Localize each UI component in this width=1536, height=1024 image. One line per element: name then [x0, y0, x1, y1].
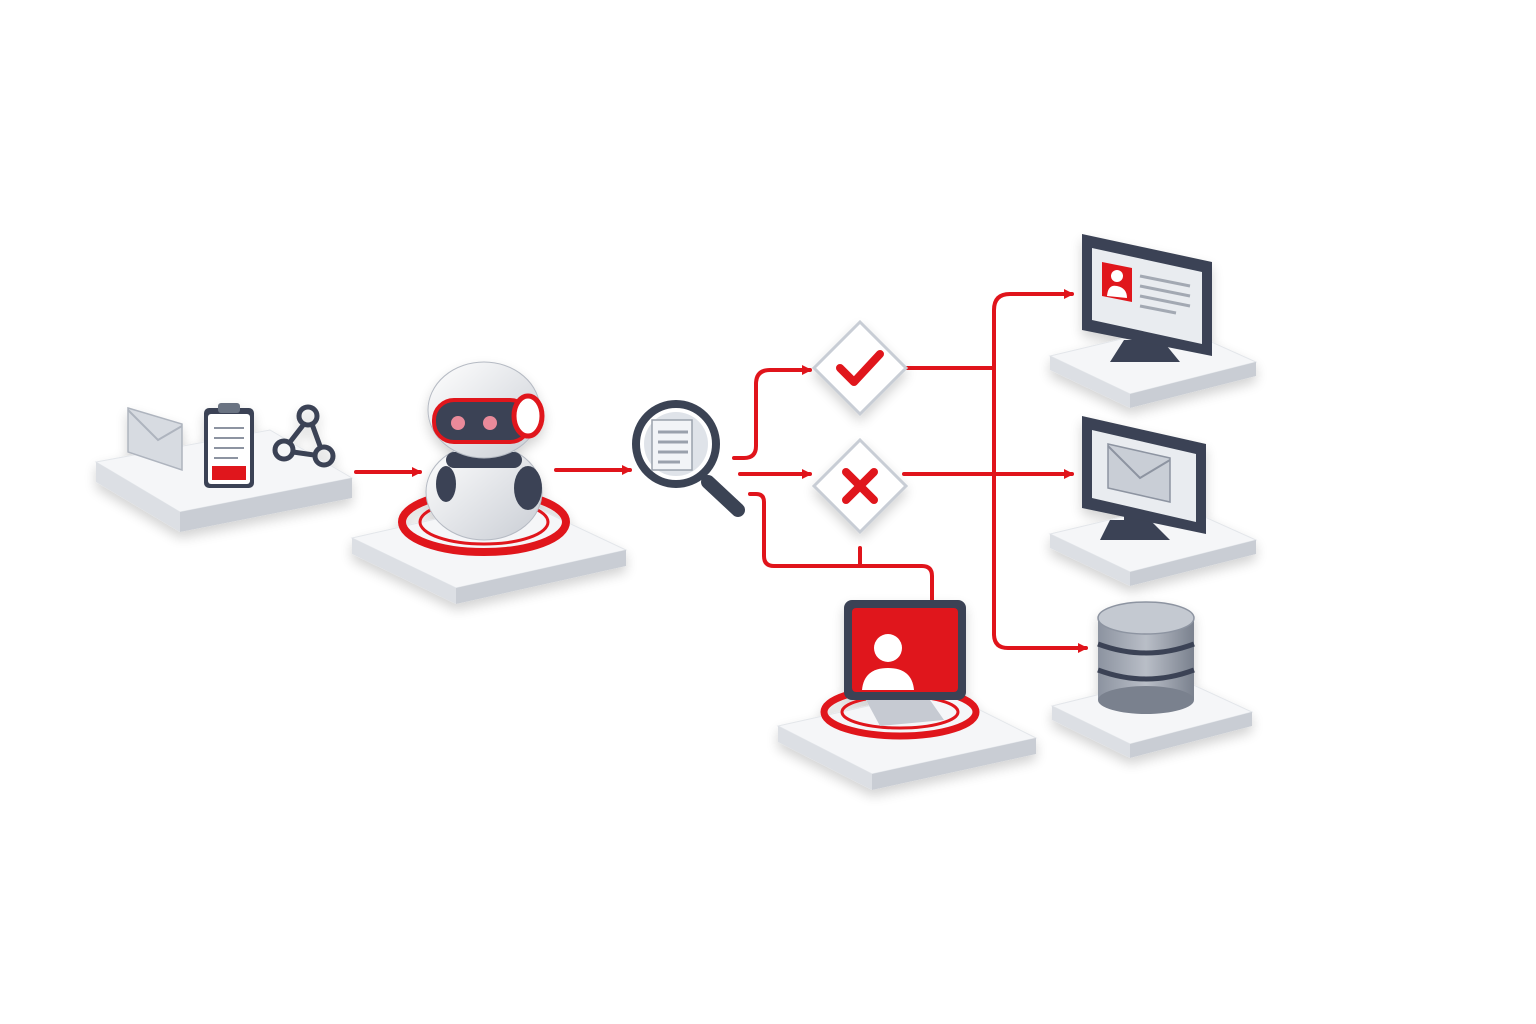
connector-analyze-to-approve [732, 365, 812, 460]
reject-node [811, 437, 909, 535]
envelope-icon [127, 406, 183, 472]
webhook-icon [272, 404, 336, 468]
database-node [1050, 601, 1254, 758]
analyze-node [632, 400, 745, 517]
robot-icon [425, 361, 545, 541]
clipboard-icon [204, 403, 254, 488]
approve-node [811, 319, 909, 417]
connections [354, 289, 1088, 653]
approve-diamond [811, 319, 909, 417]
checkmark-icon [836, 350, 884, 386]
review-node [776, 600, 1038, 790]
monitor-person-icon [844, 600, 966, 726]
magnifier-document-icon [632, 400, 745, 517]
connector-bus-vertical [992, 289, 1074, 312]
inputs-node [94, 403, 354, 532]
connector-analyze-to-review [748, 492, 937, 614]
review-platform [776, 689, 1038, 790]
monitor-envelope-icon [1082, 416, 1206, 540]
mail-node [1048, 416, 1258, 586]
monitor-profile-icon [1082, 234, 1212, 362]
connector-bus-main [992, 308, 1088, 653]
profile-node [1048, 234, 1258, 408]
database-icon [1097, 601, 1195, 714]
bot-node [350, 361, 628, 604]
cross-icon [842, 468, 878, 504]
